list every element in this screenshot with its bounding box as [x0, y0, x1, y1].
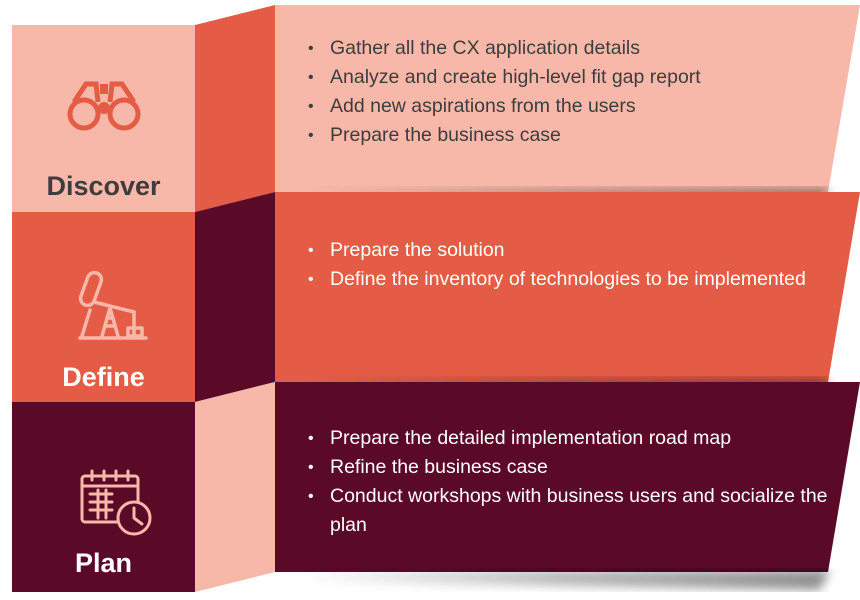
discover-bullet: Gather all the CX application details: [308, 34, 828, 63]
plan-label: Plan: [74, 548, 133, 578]
discover-bullet: Add new aspirations from the users: [308, 92, 828, 121]
plan-label-block: [12, 402, 195, 592]
plan-bullet: Prepare the detailed implementation road…: [308, 424, 828, 453]
plan-bullets: Prepare the detailed implementation road…: [308, 424, 828, 540]
define-connector: [195, 192, 275, 402]
calendar-clock-icon: [80, 469, 152, 536]
discover-label-block: [12, 25, 195, 212]
discover-bullet: Prepare the business case: [308, 121, 828, 150]
pump-jack-icon: [78, 270, 148, 340]
define-bullets: Prepare the solution Define the inventor…: [308, 236, 808, 294]
discover-connector: [195, 5, 275, 212]
define-bullet: Define the inventory of technologies to …: [308, 265, 808, 294]
discover-bullets: Gather all the CX application details An…: [308, 34, 828, 150]
define-label: Define: [62, 362, 145, 392]
define-bullet: Prepare the solution: [308, 236, 808, 265]
binoculars-icon: [67, 81, 141, 131]
discover-bullet: Analyze and create high-level fit gap re…: [308, 63, 828, 92]
plan-bullet: Conduct workshops with business users an…: [308, 482, 828, 540]
plan-bullet: Refine the business case: [308, 453, 828, 482]
define-label-block: [12, 212, 195, 402]
discover-label: Discover: [46, 171, 161, 201]
plan-connector: [195, 382, 275, 592]
